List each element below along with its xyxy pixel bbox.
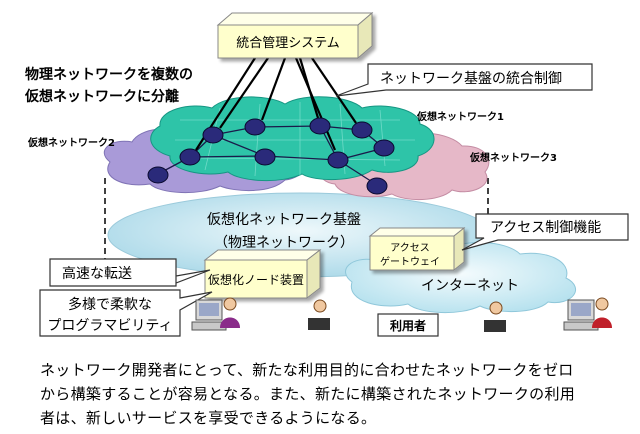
node xyxy=(351,121,373,139)
user-person-icon xyxy=(484,301,506,332)
gateway-label-line1: アクセス xyxy=(390,242,430,254)
node xyxy=(147,166,169,184)
node xyxy=(366,177,388,195)
internet-label: インターネット xyxy=(421,278,519,294)
access-gateway-box xyxy=(368,226,466,272)
users-label-box xyxy=(377,313,439,337)
high-speed-callout xyxy=(49,258,211,287)
management-system-box xyxy=(216,11,374,60)
access-control-label: アクセス制御機能 xyxy=(490,220,601,236)
computer-icon xyxy=(563,299,599,331)
vnet3-label: 仮想ネットワーク3 xyxy=(469,151,557,164)
access-control-callout xyxy=(461,213,629,251)
base-label-line2: （物理ネットワーク） xyxy=(214,235,354,251)
gateway-label-line2: ゲートウェイ xyxy=(380,256,440,268)
caption-line: ネットワーク開発者にとって、新たな利用目的に合わせたネットワークをゼロ xyxy=(40,361,574,379)
separation-label-line1: 物理ネットワークを複数の xyxy=(25,66,193,83)
programmability-label-line1: 多様で柔軟な xyxy=(68,296,152,313)
user-person-icon xyxy=(308,299,330,330)
programmability-label-line2: プログラマビリティ xyxy=(47,318,172,334)
high-speed-label: 高速な転送 xyxy=(62,265,132,282)
integrated-control-callout xyxy=(335,63,593,97)
node-device-label: 仮想化ノード装置 xyxy=(208,272,304,287)
node xyxy=(254,148,276,166)
caption-line: から構築することが容易となる。また、新たに構築されたネットワークの利用 xyxy=(40,385,576,403)
node xyxy=(309,117,331,135)
base-label-line1: 仮想化ネットワーク基盤 xyxy=(207,211,361,228)
vnet2-label: 仮想ネットワーク2 xyxy=(27,136,115,149)
computer-icon xyxy=(191,299,227,331)
node xyxy=(373,139,395,157)
caption-line: 者は、新しいサービスを享受できるようになる。 xyxy=(40,409,377,427)
node xyxy=(327,151,349,169)
management-system-label: 統合管理システム xyxy=(236,36,340,51)
node xyxy=(244,118,266,136)
node xyxy=(179,148,201,166)
node-device-box xyxy=(203,248,322,300)
vnet1-label: 仮想ネットワーク1 xyxy=(416,110,504,123)
network-nodes xyxy=(147,117,395,195)
virtual-network-1-cloud xyxy=(150,96,435,182)
user-person-icon xyxy=(220,297,240,328)
separation-label-line2: 仮想ネットワークに分離 xyxy=(24,88,179,105)
user-person-icon xyxy=(592,297,612,328)
users-label: 利用者 xyxy=(390,318,426,333)
node xyxy=(202,126,224,144)
integrated-control-label: ネットワーク基盤の統合制御 xyxy=(380,70,562,87)
caption: ネットワーク開発者にとって、新たな利用目的に合わせたネットワークをゼロ から構築… xyxy=(40,358,625,430)
